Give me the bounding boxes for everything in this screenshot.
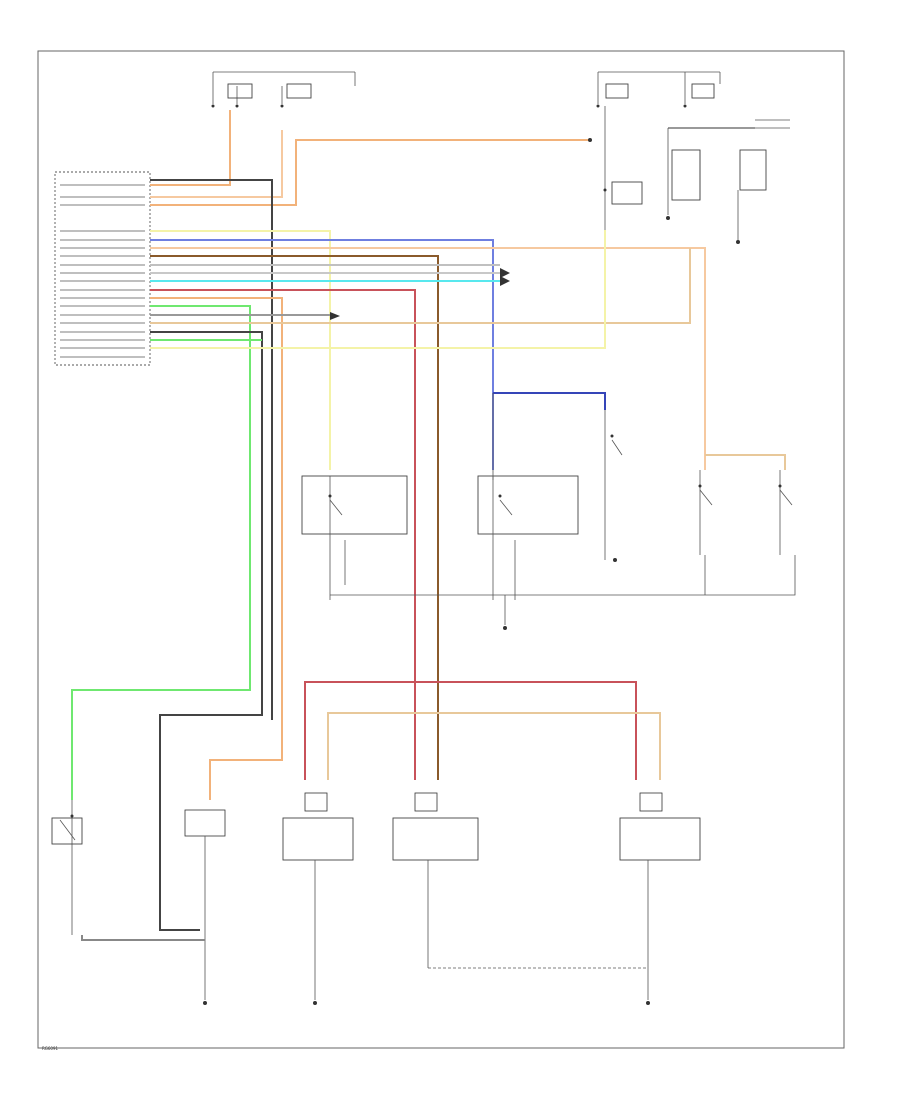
wire-black-frame <box>150 179 273 720</box>
wire-yellow-b <box>150 230 606 349</box>
actuator-left-rear <box>282 792 354 1005</box>
actuator-left-front <box>392 792 479 968</box>
wire-green-a <box>71 305 251 800</box>
switch-far-right-a <box>698 470 713 555</box>
switch-left-bottom <box>51 800 83 935</box>
actuator-driver <box>184 809 226 1005</box>
harness-connector-marks <box>330 138 592 320</box>
wire-orange-top <box>150 110 231 186</box>
switch-center-right <box>604 410 623 562</box>
switch-far-right-b <box>778 470 793 555</box>
wire-gray-bottom <box>81 935 205 941</box>
wire-dark-blue <box>493 392 606 410</box>
relay-top-right <box>603 106 790 244</box>
wire-tan-b <box>150 248 691 324</box>
module-pin-labels <box>60 184 145 358</box>
wire-orange-2 <box>150 130 283 198</box>
wire-orange-long <box>150 139 590 206</box>
wire-brown <box>150 255 439 780</box>
diagram-frame <box>37 50 845 1049</box>
wire-red-loop <box>304 681 637 780</box>
switch-left-front <box>301 475 408 600</box>
ground-bus-middle <box>330 555 796 596</box>
body-control-module <box>54 171 151 366</box>
switch-right-front <box>477 475 579 600</box>
wire-tan-loop <box>327 712 661 780</box>
wire-blue <box>150 239 494 470</box>
wire-orange-down <box>150 297 283 800</box>
fuse-block-left <box>211 71 356 108</box>
footer-code: RG6091 <box>42 1046 59 1051</box>
fuse-block-right <box>596 71 721 108</box>
actuator-right-front <box>619 792 701 1005</box>
wire-black-b <box>150 331 263 931</box>
wire-yellow <box>150 230 331 470</box>
wire-tan-right <box>705 454 786 470</box>
wire-tan-long <box>150 247 706 470</box>
wire-red <box>150 289 416 780</box>
